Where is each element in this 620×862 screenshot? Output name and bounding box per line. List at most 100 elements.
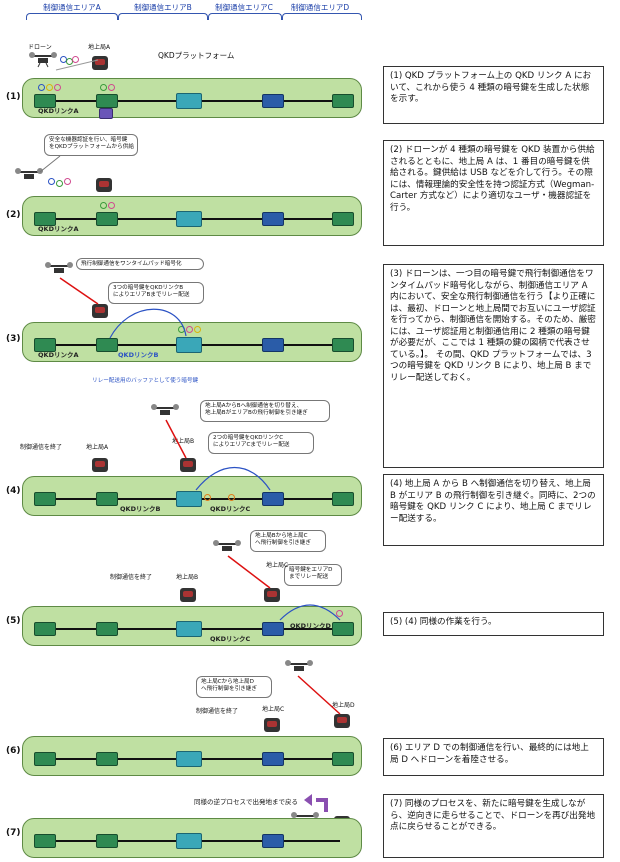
key-green-icon bbox=[100, 84, 107, 91]
node-icon bbox=[176, 337, 202, 353]
qkd-device-icon bbox=[332, 94, 354, 108]
qkd-device-icon bbox=[262, 834, 284, 848]
step-7-label: (7) bbox=[6, 828, 21, 838]
qkd-device-icon bbox=[332, 492, 354, 506]
step-4-label: (4) bbox=[6, 486, 21, 496]
end-control-label: 制御通信を終了 bbox=[20, 444, 63, 451]
qkd-device-icon bbox=[96, 212, 118, 226]
key-pink-icon bbox=[336, 610, 343, 617]
drone-icon bbox=[29, 52, 57, 68]
controller-icon bbox=[92, 304, 108, 318]
qkd-device-icon bbox=[262, 622, 284, 636]
controller-icon bbox=[180, 588, 196, 602]
drone-icon bbox=[151, 404, 179, 415]
key-pink-icon bbox=[186, 326, 193, 333]
callout-otp: 飛行制御通信をワンタイムパッド暗号化 bbox=[76, 258, 204, 270]
ground-c-label: 地上局C bbox=[266, 562, 289, 569]
step-5-description: (5) (4) 同様の作業を行う。 bbox=[383, 612, 604, 636]
relay-arc-c bbox=[195, 467, 271, 491]
key-yellow-icon bbox=[194, 326, 201, 333]
qkd-link-c-label: QKDリンクC bbox=[210, 505, 251, 513]
qkd-device-icon bbox=[96, 338, 118, 352]
callout-switch-cd: 地上局Cから地上局D へ飛行制御を引き継ぎ bbox=[196, 676, 272, 698]
ground-a-label: 地上局A bbox=[86, 444, 109, 451]
step-2-label: (2) bbox=[6, 210, 21, 220]
qkd-link-d-label: QKDリンクD bbox=[290, 622, 331, 630]
callout-relay-d: 暗号鍵をエリアD までリレー配送 bbox=[284, 564, 342, 586]
node-icon bbox=[176, 491, 202, 507]
return-arrow-icon bbox=[316, 798, 328, 812]
qkd-link-b-label: QKDリンクB bbox=[120, 505, 161, 513]
drone-icon bbox=[285, 660, 313, 671]
step-3-description: (3) ドローンは、一つ目の暗号鍵で飛行制御通信をワンタイムパッド暗号化しながら… bbox=[383, 264, 604, 468]
otp-link-d bbox=[297, 675, 341, 715]
key-pink-icon bbox=[54, 84, 61, 91]
step-3-label: (3) bbox=[6, 334, 21, 344]
callout-switch-bc: 地上局Bから地上局C へ飛行制御を引き継ぎ bbox=[250, 530, 326, 552]
node-icon bbox=[176, 211, 202, 227]
drone-icon bbox=[213, 540, 241, 551]
qkd-device-icon bbox=[96, 752, 118, 766]
key-orange-icon bbox=[228, 494, 235, 501]
qkd-device-icon bbox=[96, 622, 118, 636]
qkd-device-icon bbox=[34, 338, 56, 352]
key-blue-icon bbox=[48, 178, 55, 185]
step-6-description: (6) エリア D での制御通信を行い、最終的には地上局 D へドローンを着陸さ… bbox=[383, 738, 604, 776]
key-green-icon bbox=[100, 202, 107, 209]
controller-icon bbox=[334, 714, 350, 728]
step-6-label: (6) bbox=[6, 746, 21, 756]
qkd-link-a-label: QKDリンクA bbox=[38, 225, 79, 233]
callout-pointer bbox=[55, 59, 99, 71]
qkd-device-icon bbox=[262, 212, 284, 226]
step-4-description: (4) 地上局 A から B へ制御通信を切り替え、地上局 B がエリア B の… bbox=[383, 474, 604, 546]
otp-link-b bbox=[165, 419, 187, 459]
key-blue-icon bbox=[38, 84, 45, 91]
relay-arc-d bbox=[279, 604, 341, 621]
qkd-device-icon bbox=[34, 834, 56, 848]
qkd-device-icon bbox=[332, 752, 354, 766]
step-7-description: (7) 同様のプロセスを、新たに暗号鍵を生成しながら、逆向きに走らせることで、ド… bbox=[383, 794, 604, 858]
qkd-device-icon bbox=[34, 752, 56, 766]
relay-buffer-note: リレー配送用のバッファとして使う暗号鍵 bbox=[92, 378, 199, 384]
ground-b-label: 地上局B bbox=[176, 574, 199, 581]
controller-icon bbox=[264, 718, 280, 732]
zone-d-brace bbox=[282, 13, 362, 20]
qkd-device-icon bbox=[262, 752, 284, 766]
callout-relay-c: 2つの暗号鍵をQKDリンクC によりエリアCまでリレー配送 bbox=[208, 432, 314, 454]
relay-arc-b bbox=[109, 308, 187, 339]
key-pink-icon bbox=[108, 202, 115, 209]
qkd-device-icon bbox=[96, 492, 118, 506]
zone-d-label: 制御通信エリアD bbox=[290, 3, 350, 12]
qkd-device-icon bbox=[332, 212, 354, 226]
zone-a-brace bbox=[26, 13, 118, 20]
controller-icon bbox=[264, 588, 280, 602]
qkd-device-icon bbox=[34, 492, 56, 506]
node-icon bbox=[176, 833, 202, 849]
callout-relay: 3つの暗号鍵をQKDリンクB によりエリアBまでリレー配送 bbox=[108, 282, 204, 304]
qkd-device-icon bbox=[34, 622, 56, 636]
key-green-icon bbox=[56, 180, 63, 187]
ground-b-label: 地上局B bbox=[172, 438, 195, 445]
key-manager-icon bbox=[99, 108, 113, 119]
end-control-label: 制御通信を終了 bbox=[196, 708, 239, 715]
zone-a-label: 制御通信エリアA bbox=[43, 3, 101, 12]
qkd-device-icon bbox=[96, 94, 118, 108]
zone-b-brace bbox=[118, 13, 208, 20]
qkd-link-a-label: QKDリンクA bbox=[38, 351, 79, 359]
qkd-link-c-label: QKDリンクC bbox=[210, 635, 251, 643]
otp-link-c bbox=[227, 555, 271, 589]
step-1-description: (1) QKD プラットフォーム上の QKD リンク A において、これから使う… bbox=[383, 66, 604, 124]
qkd-device-icon bbox=[262, 338, 284, 352]
node-icon bbox=[176, 751, 202, 767]
qkd-device-icon bbox=[332, 338, 354, 352]
drone-icon bbox=[45, 262, 73, 273]
key-pink-icon bbox=[108, 84, 115, 91]
qkd-link-a-label: QKDリンクA bbox=[38, 107, 79, 115]
node-icon bbox=[176, 621, 202, 637]
controller-icon bbox=[92, 458, 108, 472]
zone-c-label: 制御通信エリアC bbox=[215, 3, 273, 12]
controller-icon bbox=[92, 56, 108, 70]
callout-pointer bbox=[39, 155, 61, 173]
end-control-label: 制御通信を終了 bbox=[110, 574, 153, 581]
